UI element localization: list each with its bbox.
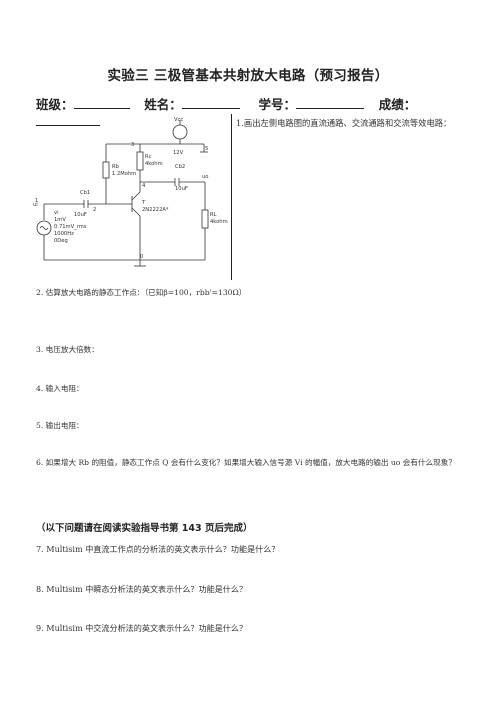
name-blank[interactable] bbox=[181, 96, 240, 109]
question-3: 3. 电压放大倍数： bbox=[36, 345, 99, 354]
rb-name: Rb bbox=[112, 164, 120, 170]
node-2: 2 bbox=[93, 207, 96, 213]
node-0: 0 bbox=[140, 254, 143, 260]
cb2-name: Cb2 bbox=[175, 164, 185, 170]
rl-value: 4kohm bbox=[210, 219, 228, 225]
transistor-model: 2N2222A* bbox=[142, 207, 169, 213]
rb-value: 1.2Mohm bbox=[112, 171, 136, 177]
vi-frequency: 1000Hz bbox=[54, 231, 74, 237]
question-5: 5. 输出电阻： bbox=[36, 421, 84, 430]
cb1-name: Cb1 bbox=[80, 190, 90, 196]
divider-line bbox=[231, 114, 232, 280]
class-label: 班级： bbox=[36, 97, 74, 112]
instruction-note: （以下问题请在阅读实验指导书第 143 页后完成） bbox=[36, 523, 253, 534]
score-blank[interactable] bbox=[36, 113, 100, 126]
question-4: 4. 输入电阻： bbox=[36, 384, 84, 393]
vcc-value: 12V bbox=[173, 150, 184, 156]
class-blank[interactable] bbox=[73, 96, 130, 109]
question-8: 8. Multisim 中瞬态分析法的英文表示什么？功能是什么？ bbox=[36, 584, 248, 594]
student-info-row: 班级： 姓名： 学号： 成绩： bbox=[36, 94, 466, 129]
rl-name: RL bbox=[210, 212, 217, 218]
node-1: 1 bbox=[35, 198, 38, 204]
vi-phase: 0Deg bbox=[54, 238, 68, 244]
rc-value: 4kohm bbox=[145, 161, 163, 167]
node-3: 3 bbox=[131, 142, 134, 148]
score-label: 成绩： bbox=[378, 97, 417, 112]
question-7: 7. Multisim 中直流工作点的分析法的英文表示什么？功能是什么？ bbox=[36, 544, 280, 554]
vi-name: vi bbox=[54, 210, 59, 216]
id-blank[interactable] bbox=[295, 96, 364, 109]
vcc-label: Vcc bbox=[174, 117, 183, 123]
name-label: 姓名： bbox=[144, 97, 182, 112]
question-1: 1.画出左侧电路图的直流通路、交流通路和交流等效电路： bbox=[236, 118, 452, 128]
rc-name: Rc bbox=[145, 154, 152, 160]
ui-label: ui bbox=[33, 202, 38, 208]
vi-rms: 0.71mV_rms bbox=[54, 224, 87, 230]
vi-amplitude: 1mV bbox=[54, 217, 66, 223]
question-2: 2. 估算放大电路的静态工作点：（已知β=100，rbb'=130Ω） bbox=[36, 288, 247, 297]
node-5: 5 bbox=[205, 146, 208, 152]
circuit-diagram: Vcc 12V 3 5 4 2 1 0 Rb 1.2Mohm Rc 4kohm … bbox=[33, 117, 228, 267]
cb1-value: 10uF bbox=[74, 212, 87, 218]
node-4: 4 bbox=[142, 183, 146, 189]
uo-label: uo bbox=[202, 174, 208, 180]
question-6: 6. 如果增大 Rb 的阻值，静态工作点 Q 会有什么变化？如果增大输入信号源 … bbox=[36, 458, 456, 467]
id-label: 学号： bbox=[258, 97, 296, 112]
cb2-value: 10uF bbox=[175, 186, 188, 192]
transistor-name: T bbox=[141, 200, 146, 206]
page-title: 实验三 三极管基本共射放大电路（预习报告） bbox=[107, 68, 389, 84]
question-9: 9. Multisim 中交流分析法的英文表示什么？功能是什么？ bbox=[36, 623, 248, 633]
